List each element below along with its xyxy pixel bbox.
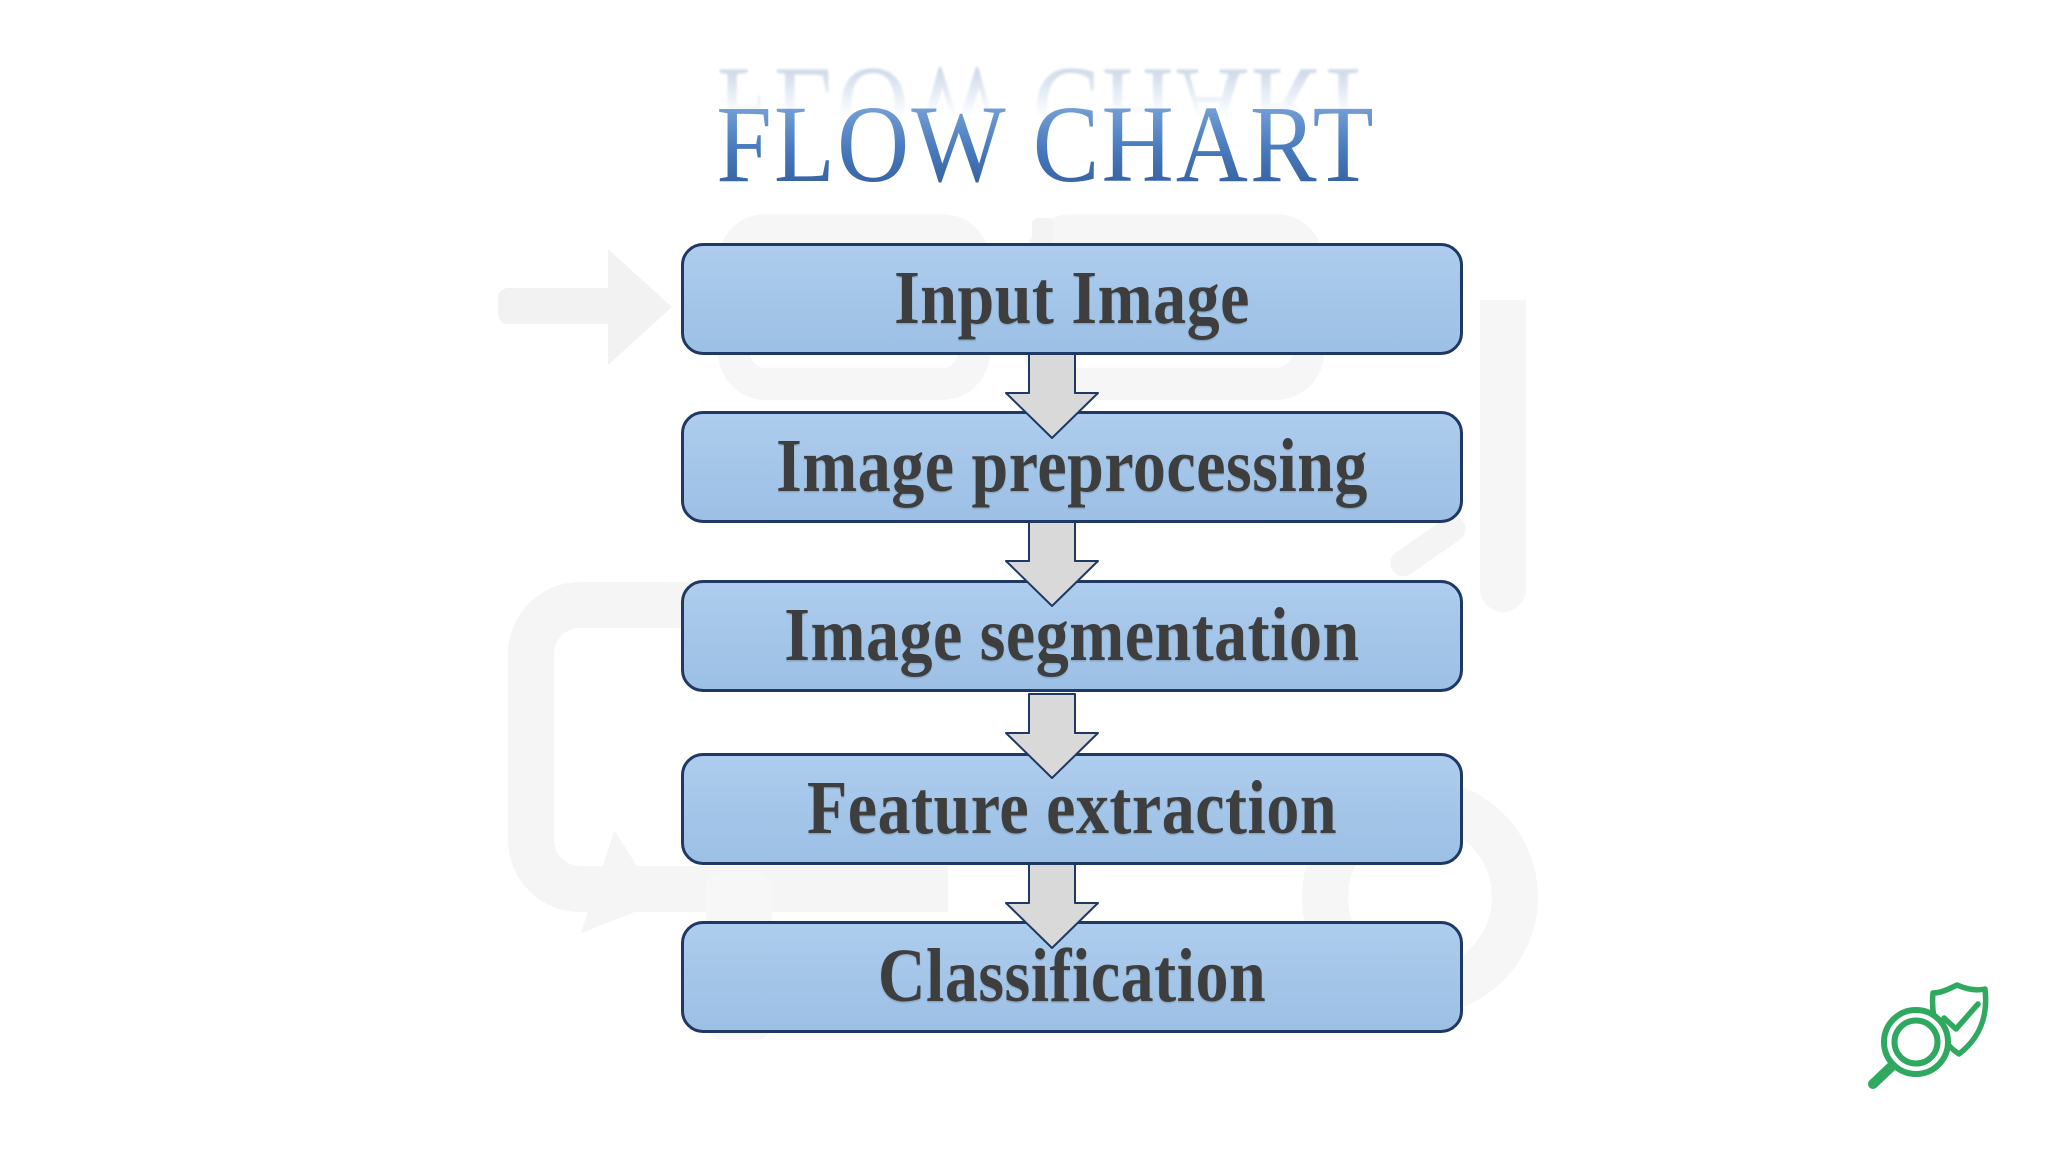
watermark-right-arrow-icon	[608, 249, 672, 365]
watermark-loop-arrow-icon	[580, 830, 678, 954]
down-block-arrow-icon	[1005, 693, 1099, 779]
down-block-arrow-icon	[1005, 521, 1099, 607]
watermark-vertical-bar	[1480, 300, 1526, 612]
flow-step-label: Input Image	[894, 256, 1250, 341]
magnifier-shield-check-icon	[1868, 982, 1989, 1089]
flow-step-label: Feature extraction	[806, 766, 1338, 851]
watermark-right-arrow-shaft	[498, 288, 616, 324]
down-block-arrow-icon	[1005, 863, 1099, 949]
flow-step-label: Image preprocessing	[776, 424, 1368, 509]
flow-step-label: Classification	[877, 934, 1267, 1019]
page-title-group: FLOW CHART FLOW CHART	[716, 43, 1375, 205]
down-block-arrow-icon	[1005, 353, 1099, 439]
flow-step-image-preprocessing: Image preprocessing	[681, 411, 1463, 523]
flow-step-input-image: Input Image	[681, 243, 1463, 355]
page-title-reflection: FLOW CHART	[716, 42, 1376, 178]
page-title: FLOW CHART	[716, 83, 1375, 205]
